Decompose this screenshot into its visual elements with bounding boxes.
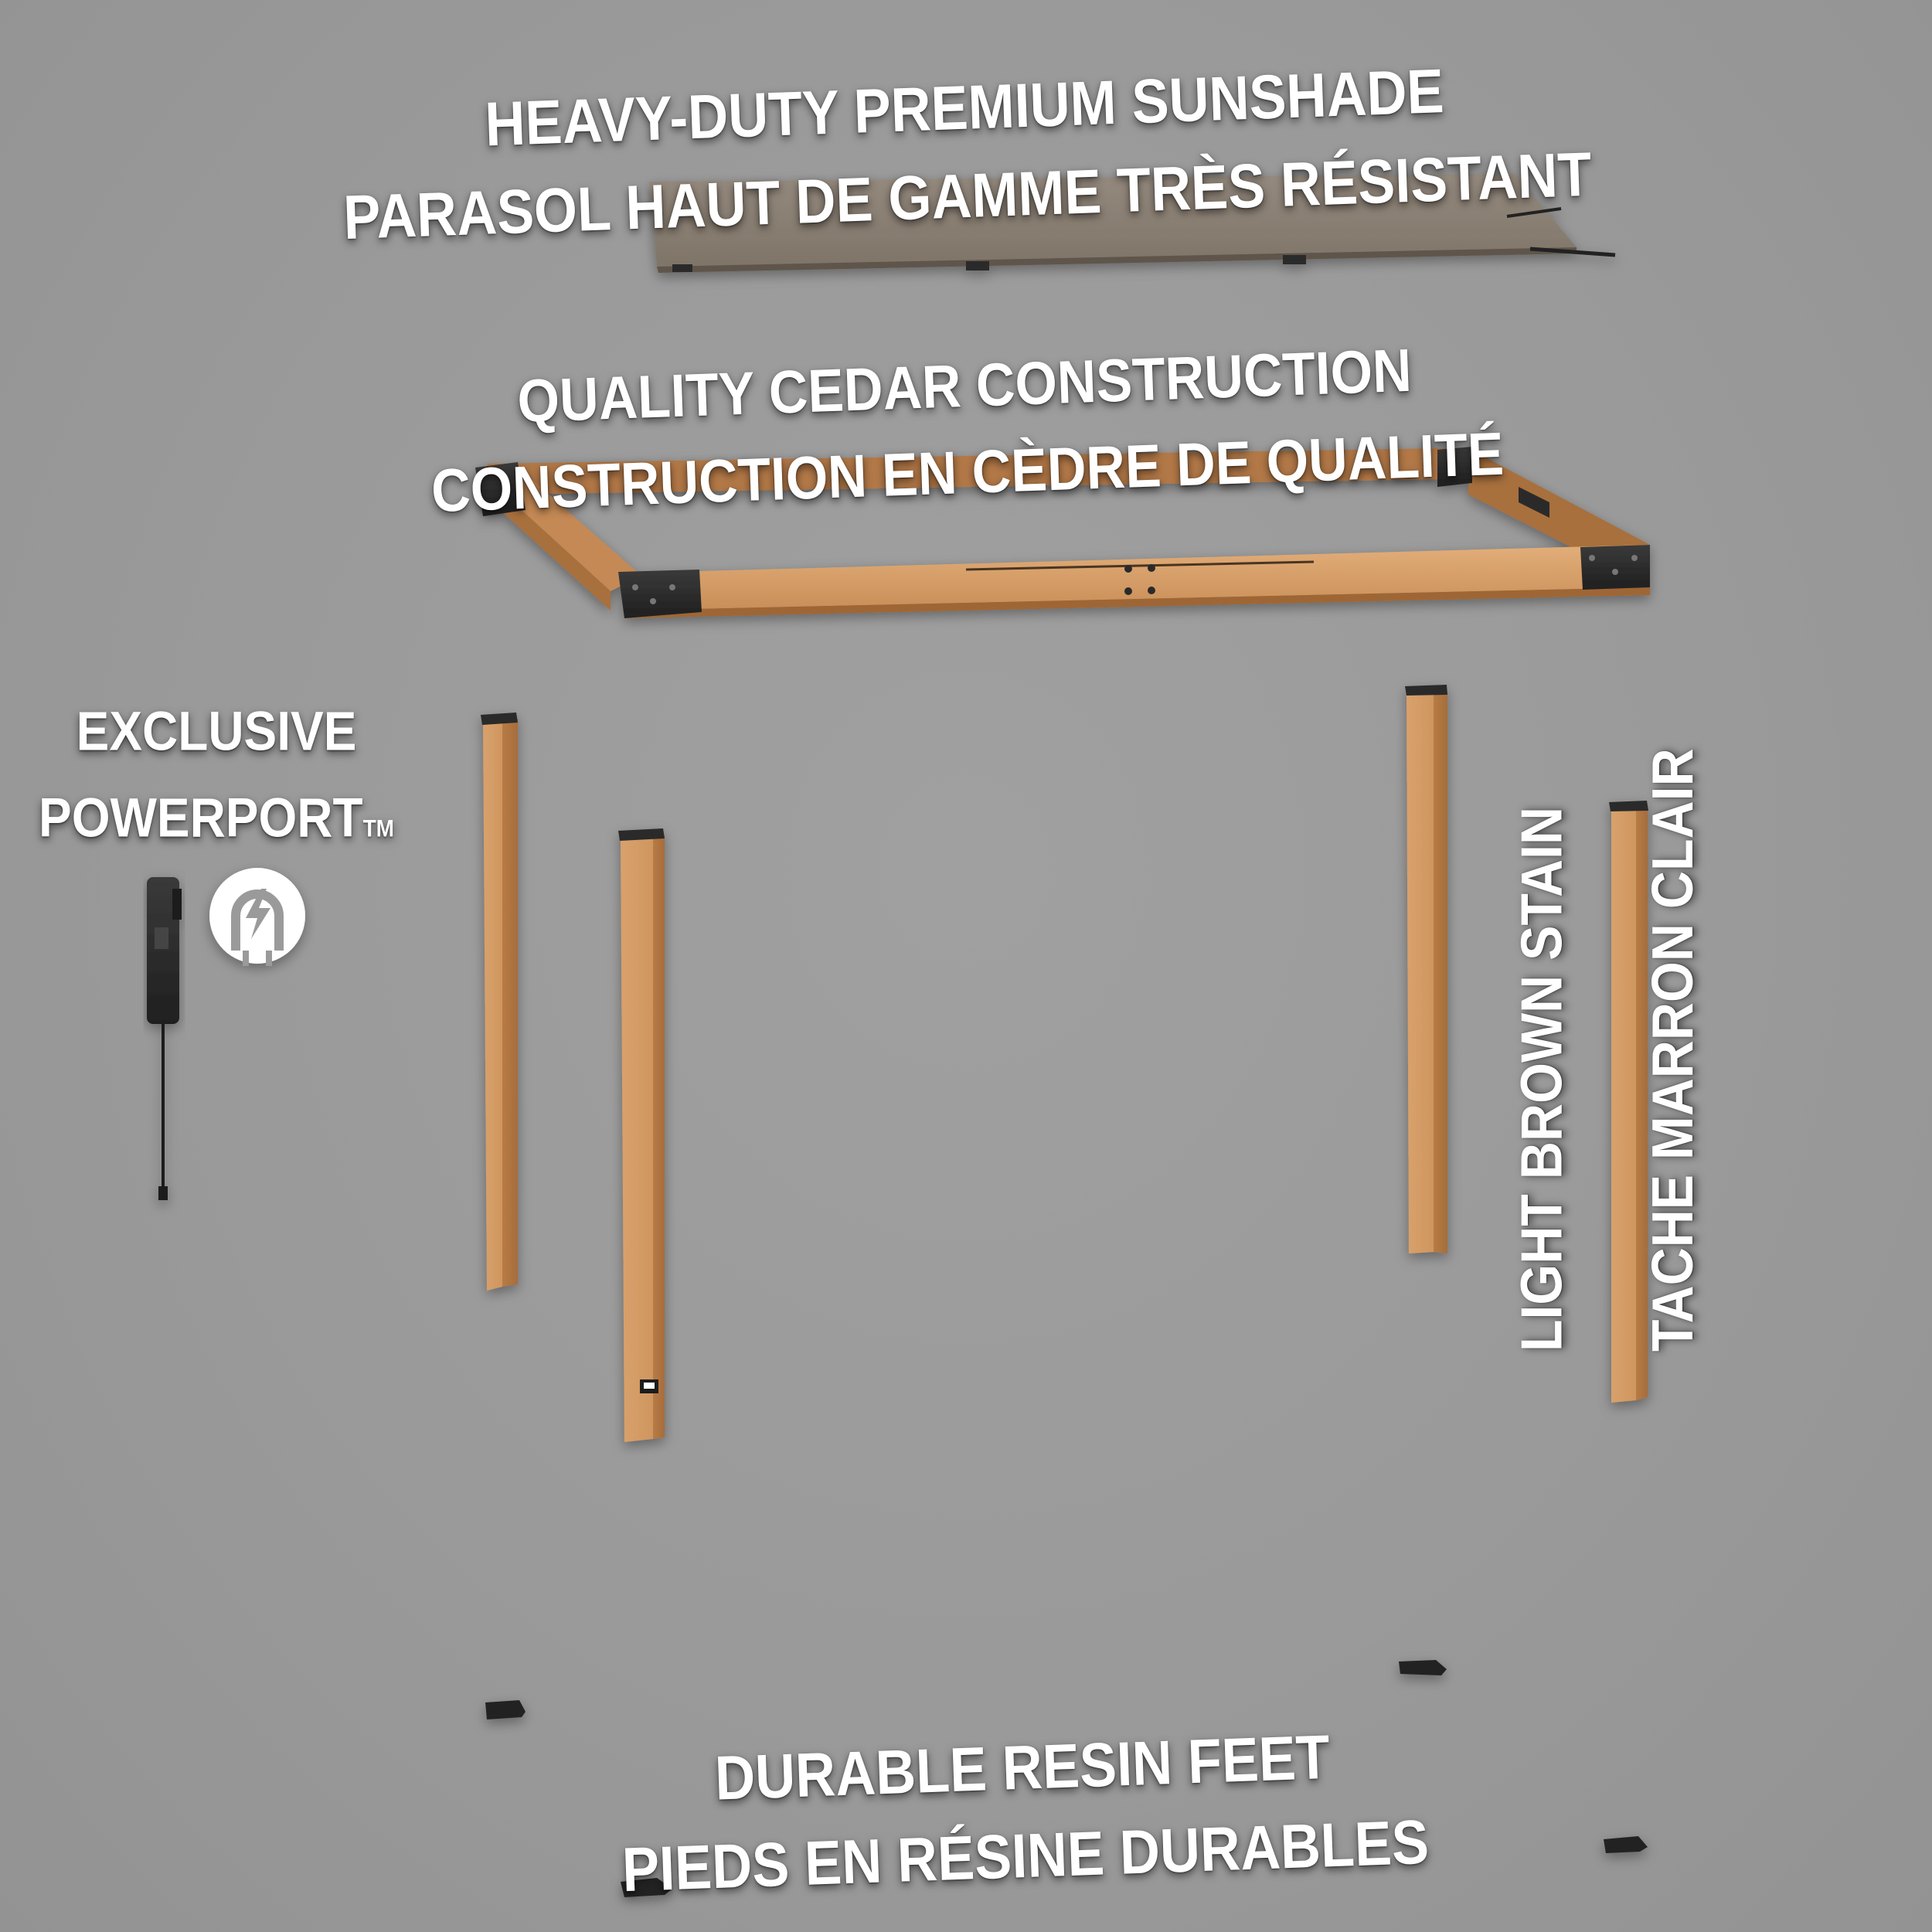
post-front-right (1609, 801, 1648, 1403)
cedar-frame (475, 447, 1650, 618)
caption-powerport-line1: EXCLUSIVE (76, 699, 357, 763)
resin-foot (1399, 1660, 1447, 1675)
resin-foot (485, 1700, 526, 1719)
caption-powerport: EXCLUSIVE POWERPORTTM (31, 703, 402, 845)
trademark-symbol: TM (362, 815, 394, 842)
caption-stain: LIGHT BROWN STAIN TACHE MARRON CLAIR (1509, 748, 1706, 1352)
resin-foot (621, 1878, 672, 1897)
powerport-device (147, 877, 182, 1200)
post-back-right (1405, 685, 1447, 1253)
caption-powerport-line2-wrapper: POWERPORTTM (31, 790, 402, 845)
resin-feet (485, 1660, 1648, 1897)
caption-feet: DURABLE RESIN FEET PIEDS EN RÉSINE DURAB… (616, 1723, 1432, 1905)
cedar-posts (481, 685, 1648, 1442)
post-far-left (481, 713, 518, 1291)
caption-stain-line2: TACHE MARRON CLAIR (1640, 748, 1706, 1352)
post-front-left (618, 828, 665, 1442)
resin-foot (1604, 1836, 1648, 1853)
caption-powerport-line2: POWERPORT (39, 786, 363, 849)
caption-stain-line1: LIGHT BROWN STAIN (1509, 806, 1575, 1352)
sunshade (649, 174, 1616, 273)
power-plug-lightning-icon (209, 868, 305, 966)
